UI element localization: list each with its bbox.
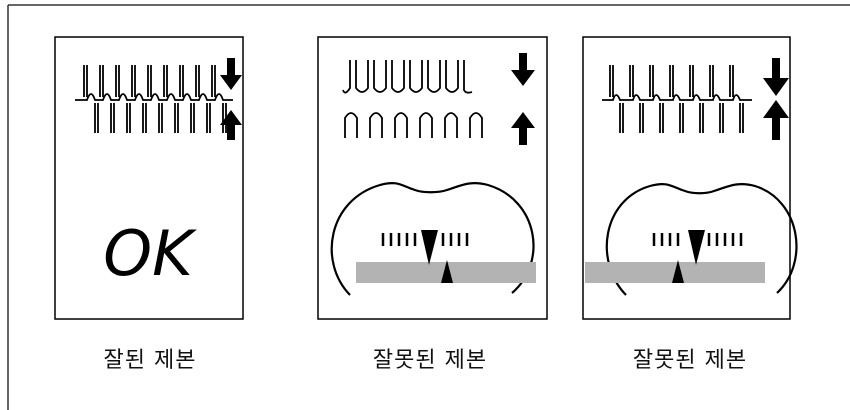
- gauge-ticks: [381, 233, 469, 246]
- arrow-down-icon: [511, 53, 535, 86]
- gauge-outline: [330, 182, 535, 296]
- ok-label: OK: [103, 217, 197, 290]
- caption-good-binding: 잘된 제본: [103, 348, 197, 373]
- binding-comb-lower: [344, 112, 483, 138]
- gauge-ticks: [652, 233, 743, 246]
- arrow-down-icon: [763, 58, 789, 96]
- binding-comb-joined: [602, 65, 752, 133]
- panel-good-binding: OK: [54, 36, 244, 320]
- gauge-outline: [605, 183, 798, 296]
- alignment-gauge: [330, 182, 536, 296]
- alignment-gauge: [585, 183, 798, 296]
- upper-pointer-icon: [688, 230, 705, 265]
- binding-comb-upper: [342, 60, 473, 94]
- arrow-up-icon: [511, 112, 535, 145]
- arrow-down-icon: [220, 58, 242, 90]
- caption-bad-binding: 잘못된 제본: [372, 348, 488, 373]
- lower-pointer-icon: [441, 260, 453, 283]
- arrow-up-icon: [763, 100, 789, 140]
- caption-bad-binding: 잘못된 제본: [632, 348, 748, 373]
- upper-pointer-icon: [421, 230, 438, 265]
- panel-bad-binding-overlap: [582, 36, 798, 320]
- binding-comb-joined: [75, 65, 233, 133]
- lower-pointer-icon: [672, 260, 684, 283]
- panel-bad-binding-gap: [317, 36, 548, 320]
- arrow-up-icon: [220, 110, 242, 140]
